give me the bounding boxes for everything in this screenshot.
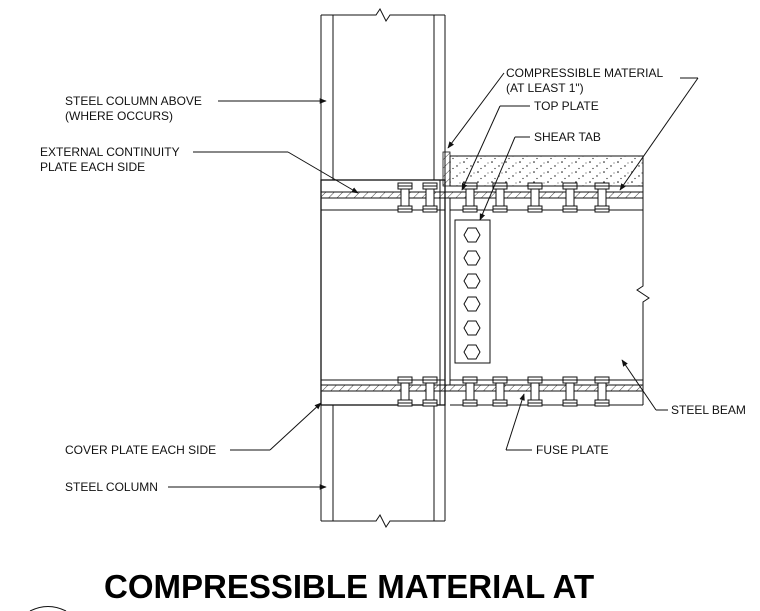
shear-tab <box>454 219 491 364</box>
fuse-plate-bolt <box>422 376 438 407</box>
section-symbol-arc <box>29 606 67 611</box>
top-plate-bolt <box>422 182 438 213</box>
label-compressible-material: COMPRESSIBLE MATERIAL <box>506 66 663 80</box>
fuse-plate-bolt <box>492 376 508 407</box>
fuse-plate-bolt <box>527 376 543 407</box>
label-steel-column-above: STEEL COLUMN ABOVE <box>65 94 202 108</box>
fuse-plate-bolt <box>594 376 610 407</box>
cover-plate <box>320 179 446 406</box>
top-plate-bolt <box>562 182 578 213</box>
fuse-plate-bolt <box>562 376 578 407</box>
steel-beam <box>449 156 650 406</box>
label-external-continuity-plate: EXTERNAL CONTINUITY <box>40 145 180 159</box>
fuse-plate-bolt <box>462 376 478 407</box>
top-plate-bolt <box>594 182 610 213</box>
fuse-plate-bolts <box>397 376 610 407</box>
drawing-title: COMPRESSIBLE MATERIAL AT <box>104 568 594 605</box>
label-steel-column-above-note: (WHERE OCCURS) <box>65 109 173 123</box>
top-plate-bolt <box>397 182 413 213</box>
shear-tab-bolts <box>463 227 481 360</box>
compressible-material <box>442 151 644 187</box>
steel-column-above <box>320 8 446 180</box>
label-fuse-plate: FUSE PLATE <box>536 443 608 457</box>
label-shear-tab: SHEAR TAB <box>534 130 601 144</box>
top-plate-bolt <box>527 182 543 213</box>
leader-lines <box>168 72 699 490</box>
fuse-plate <box>320 384 644 392</box>
label-cover-plate: COVER PLATE EACH SIDE <box>65 443 216 457</box>
top-plate-bolt <box>492 182 508 213</box>
label-compressible-material-note: (AT LEAST 1") <box>506 81 584 95</box>
label-top-plate: TOP PLATE <box>534 99 599 113</box>
label-steel-beam: STEEL BEAM <box>671 403 746 417</box>
label-external-continuity-plate-2: PLATE EACH SIDE <box>40 160 145 174</box>
steel-column-below <box>320 405 446 528</box>
fuse-plate-bolt <box>397 376 413 407</box>
label-steel-column: STEEL COLUMN <box>65 480 158 494</box>
